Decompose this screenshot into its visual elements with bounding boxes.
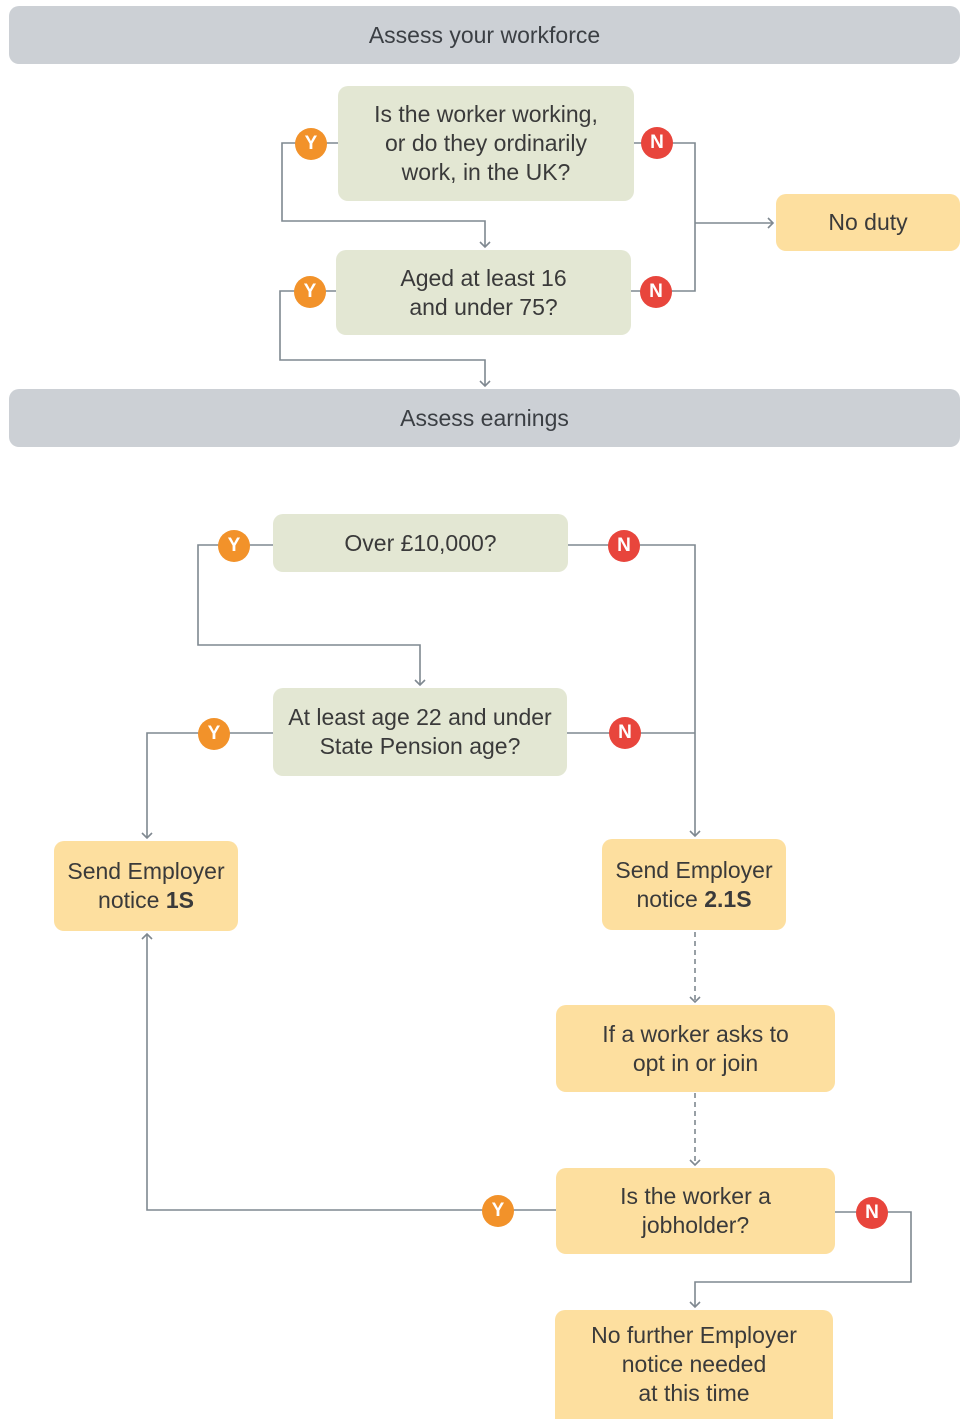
no-badge: N <box>608 530 640 562</box>
yes-badge: Y <box>294 276 326 308</box>
no-badge: N <box>856 1197 888 1229</box>
outcome-line: Send Employer <box>615 856 773 883</box>
no-badge: N <box>609 717 641 749</box>
outcome-opt-in-request: If a worker asks to opt in or join <box>556 1005 835 1092</box>
question-over-10000: Over £10,000? <box>273 514 568 572</box>
question-line: or do they ordinarily <box>384 130 587 156</box>
question-line: Over £10,000? <box>344 529 497 556</box>
outcome-notice-2-1s: Send Employer notice 2.1S <box>602 839 786 930</box>
outcome-line: No further Employer <box>591 1322 797 1348</box>
question-line: work, in the UK? <box>401 159 571 185</box>
no-badge: N <box>640 276 672 308</box>
section-header-workforce: Assess your workforce <box>9 6 960 64</box>
outcome-notice-1s: Send Employer notice 1S <box>54 841 238 931</box>
section-header-workforce-label: Assess your workforce <box>368 21 601 48</box>
yes-badge: Y <box>295 128 327 160</box>
outcome-no-further-notice: No further Employer notice needed at thi… <box>555 1310 833 1419</box>
section-header-earnings: Assess earnings <box>9 389 960 447</box>
question-line: and under 75? <box>409 293 558 320</box>
outcome-no-duty: No duty <box>776 194 960 251</box>
question-line: Is the worker a <box>620 1183 771 1209</box>
question-line: Is the worker working, <box>374 101 598 127</box>
outcome-line-prefix: notice <box>636 885 705 912</box>
question-line: jobholder? <box>641 1212 750 1238</box>
outcome-line: opt in or join <box>632 1049 759 1076</box>
no-badge: N <box>641 127 673 159</box>
question-is-jobholder: Is the worker a jobholder? <box>556 1168 835 1254</box>
notice-code: 2.1S <box>704 885 752 912</box>
outcome-line-prefix: notice <box>98 887 166 913</box>
question-works-in-uk: Is the worker working, or do they ordina… <box>338 86 634 201</box>
outcome-label: No duty <box>828 209 908 235</box>
question-line: State Pension age? <box>319 733 521 759</box>
section-header-earnings-label: Assess earnings <box>400 404 569 431</box>
outcome-line: at this time <box>638 1380 750 1406</box>
question-age-16-75: Aged at least 16 and under 75? <box>336 250 631 335</box>
outcome-line: Send Employer <box>67 858 225 884</box>
question-line: Aged at least 16 <box>400 264 567 291</box>
outcome-line: If a worker asks to <box>602 1020 789 1047</box>
outcome-line: notice needed <box>621 1351 767 1377</box>
yes-badge: Y <box>198 718 230 750</box>
question-line: At least age 22 and under <box>288 704 552 730</box>
notice-code: 1S <box>165 887 194 913</box>
yes-badge: Y <box>218 530 250 562</box>
question-age-22-spa: At least age 22 and under State Pension … <box>273 688 567 776</box>
yes-badge: Y <box>482 1195 514 1227</box>
